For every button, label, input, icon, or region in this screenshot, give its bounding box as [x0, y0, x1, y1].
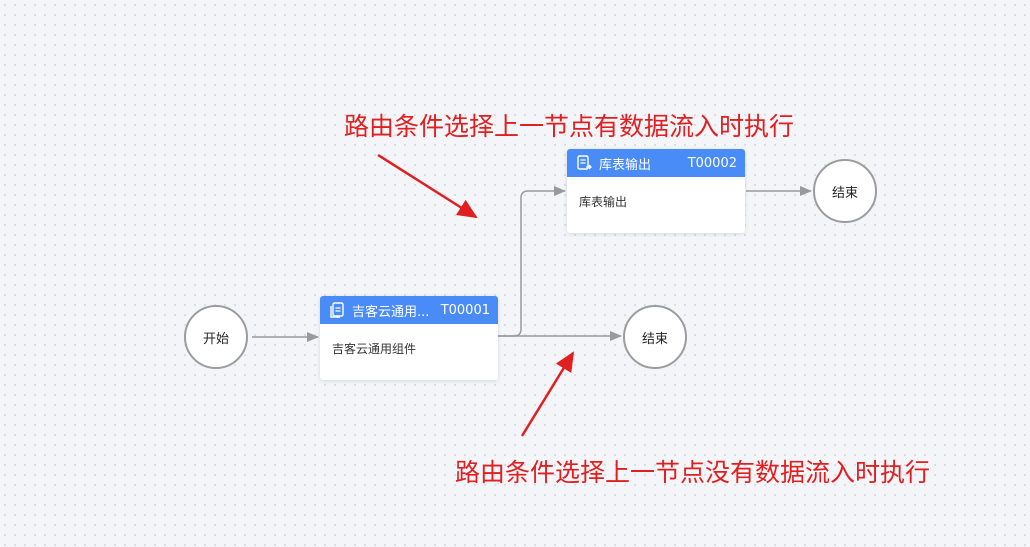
task-node-code: T00002	[687, 155, 737, 171]
start-node-label: 开始	[202, 331, 229, 347]
annotation-arrow-top	[377, 153, 478, 219]
task-node-title: 吉客云通用...	[352, 304, 430, 320]
edge-task1-to-task2[interactable]	[498, 186, 566, 337]
task-node-t00002[interactable]: 库表输出 T00002 库表输出	[567, 149, 745, 233]
end-node-label: 结束	[831, 185, 858, 201]
task-node-header: 库表输出 T00002	[567, 149, 745, 177]
table-output-icon	[575, 154, 593, 172]
end-node-label: 结束	[641, 331, 668, 347]
start-node[interactable]: 开始	[184, 305, 248, 369]
annotation-arrow-bottom	[520, 351, 575, 437]
annotation-top: 路由条件选择上一节点有数据流入时执行	[344, 112, 795, 141]
task-node-title: 库表输出	[599, 157, 652, 173]
end-node-mid[interactable]: 结束	[623, 305, 687, 369]
annotation-bottom: 路由条件选择上一节点没有数据流入时执行	[455, 458, 931, 487]
end-node-top[interactable]: 结束	[813, 159, 877, 223]
document-icon	[328, 301, 346, 319]
task-node-code: T00001	[440, 302, 490, 318]
task-node-body: 库表输出	[579, 195, 628, 209]
task-node-t00001[interactable]: 吉客云通用... T00001 吉客云通用组件	[320, 296, 498, 380]
task-node-header: 吉客云通用... T00001	[320, 296, 498, 324]
task-node-body: 吉客云通用组件	[332, 342, 417, 356]
